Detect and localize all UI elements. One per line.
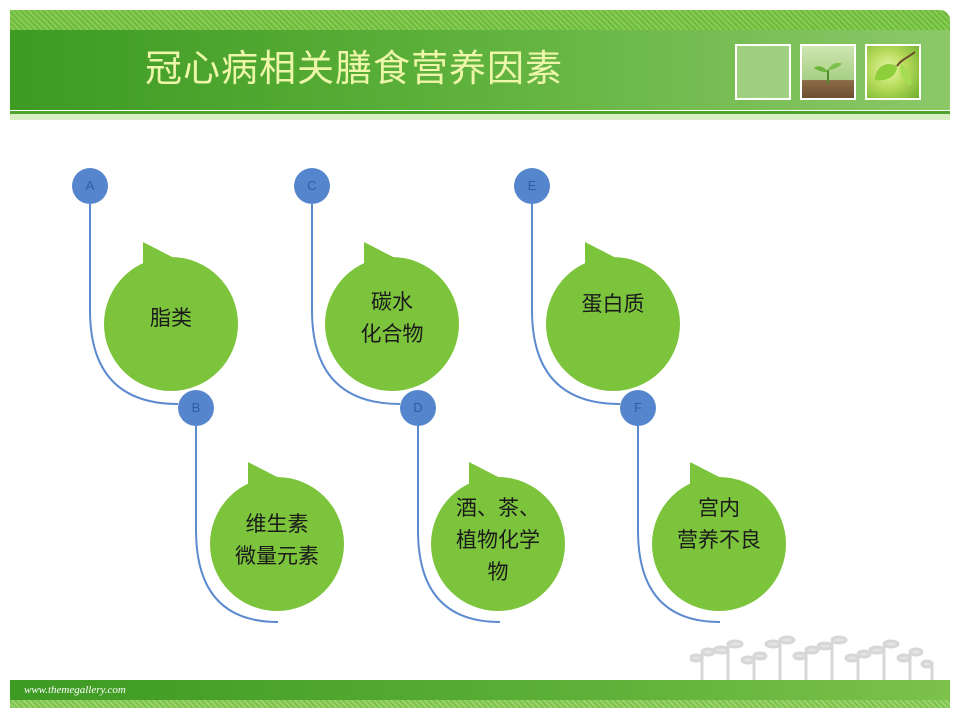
node-label-e: E [527,178,537,193]
bubble-line: 营养不良 [677,528,761,552]
title-band [10,30,950,110]
node-label-c: C [307,178,317,193]
bubble-line: 蛋白质 [581,292,645,316]
node-label-d: D [413,400,423,415]
bubble-b [210,462,344,611]
connector-c-d [311,204,401,405]
node-label-f: F [634,400,642,415]
bubble-text-d: 酒、茶、 植物化学 物 [433,492,563,588]
bubble-e [546,242,680,391]
connector-d-end [417,426,501,623]
sprouts-decoration [690,635,934,688]
node-label-b: B [191,400,201,415]
bubble-text-a: 脂类 [111,302,231,334]
footer-stripe-decoration [10,700,950,708]
node-circle-b [178,390,214,426]
node-circle-f [620,390,656,426]
connector-f-end [637,426,721,623]
node-circle-d [400,390,436,426]
bubble-d [431,462,565,611]
bubble-c [325,242,459,391]
bubble-text-b: 维生素 微量元素 [217,508,337,572]
footer-band [10,680,950,700]
bubble-a [104,242,238,391]
bubble-f [652,462,786,611]
bubble-text-e: 蛋白质 [553,288,673,320]
bubble-line: 碳水 [371,290,413,314]
connector-b-end [195,426,279,623]
bubble-line: 化合物 [360,322,424,346]
title-underline [10,111,950,114]
connector-a-b [89,204,179,405]
sprout-icon [814,62,842,84]
bubble-line: 宫内 [698,496,740,520]
node-circle-a [72,168,108,204]
leaf-icon [875,51,916,86]
thumbnail-plain-green [735,44,791,100]
thumbnail-leaf-image [865,44,921,100]
top-stripe-decoration [10,10,950,30]
bubble-line: 酒、茶、 [456,496,540,520]
bubble-line: 植物化学 [456,528,540,552]
connector-e-f [531,204,621,405]
bubble-line: 微量元素 [235,544,319,568]
node-circle-e [514,168,550,204]
bubble-line: 维生素 [245,512,309,536]
bubble-text-f: 宫内 营养不良 [659,492,779,556]
bubble-text-c: 碳水 化合物 [332,286,452,350]
slide-title: 冠心病相关膳食营养因素 [145,47,563,90]
bubble-line: 脂类 [150,306,192,330]
footer-url[interactable]: www.themegallery.com [24,684,126,696]
node-label-a: A [85,178,95,193]
node-circle-c [294,168,330,204]
thumbnail-sprout-image [800,44,856,100]
title-underline-light [10,114,950,120]
bubble-line: 物 [487,560,509,584]
